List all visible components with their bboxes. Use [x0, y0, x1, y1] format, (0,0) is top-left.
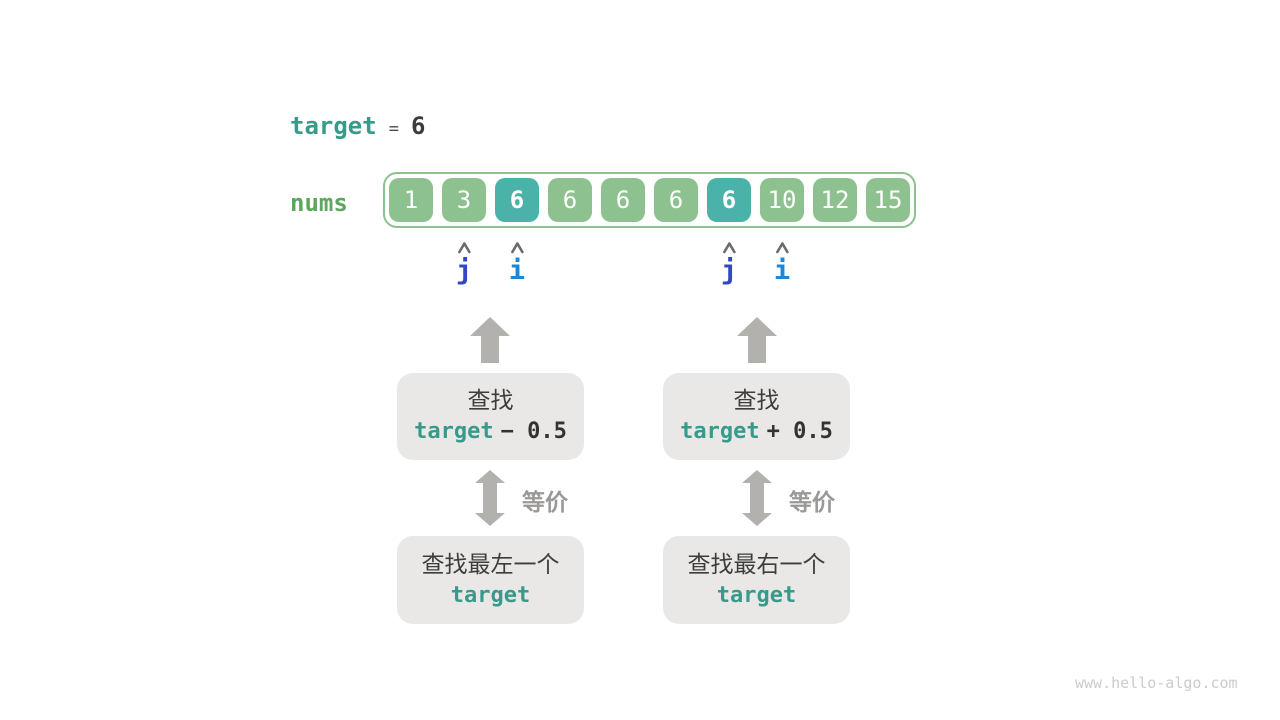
- array-cell: 15: [866, 178, 910, 222]
- result-right-target: target: [717, 583, 796, 609]
- array-cell: 6: [495, 178, 539, 222]
- pointer-j-right: j: [721, 241, 737, 286]
- expression-operator: − 0.5: [500, 419, 567, 444]
- pointer-letter-j: j: [455, 255, 473, 286]
- result-right-caption: 查找最右一个: [687, 551, 826, 578]
- equals-sign: =: [388, 119, 399, 139]
- target-keyword: target: [290, 112, 377, 140]
- result-left-caption: 查找最左一个: [421, 551, 560, 578]
- pointer-letter-i: i: [508, 255, 526, 286]
- target-value: 6: [410, 112, 426, 140]
- result-left-target: target: [451, 583, 530, 609]
- array-cell: 6: [707, 178, 751, 222]
- pointer-letter-i: i: [773, 255, 791, 286]
- expression-operator: + 0.5: [766, 419, 833, 444]
- caret-up-icon: [775, 242, 789, 254]
- double-arrow-icon: [475, 470, 505, 526]
- search-right-box: 查找 target + 0.5: [663, 373, 850, 460]
- target-keyword: target: [680, 419, 760, 444]
- target-keyword: target: [450, 582, 531, 608]
- array-cell: 12: [813, 178, 857, 222]
- up-arrow-icon: [737, 317, 777, 363]
- pointer-letter-j: j: [720, 255, 738, 286]
- pointer-j-left: j: [456, 241, 472, 286]
- result-right-box: 查找最右一个 target: [663, 536, 850, 624]
- target-assignment: target = 6: [290, 112, 425, 140]
- target-keyword: target: [716, 582, 797, 608]
- search-right-caption: 查找: [733, 388, 780, 414]
- array-cell: 10: [760, 178, 804, 222]
- pointer-i-right: i: [774, 241, 790, 286]
- array-cell: 1: [389, 178, 433, 222]
- search-left-box: 查找 target − 0.5: [397, 373, 584, 460]
- array-cell: 6: [548, 178, 592, 222]
- nums-label: nums: [290, 189, 348, 217]
- pointer-i-left: i: [509, 241, 525, 286]
- equivalence-label-left: 等价: [522, 490, 568, 516]
- result-left-box: 查找最左一个 target: [397, 536, 584, 624]
- caret-up-icon: [722, 242, 736, 254]
- watermark: www.hello-algo.com: [1075, 674, 1238, 692]
- search-right-expression: target + 0.5: [680, 419, 833, 445]
- double-arrow-icon: [742, 470, 772, 526]
- target-keyword: target: [414, 419, 494, 444]
- search-left-caption: 查找: [467, 388, 514, 414]
- caret-up-icon: [457, 242, 471, 254]
- up-arrow-icon: [470, 317, 510, 363]
- equivalence-label-right: 等价: [789, 490, 835, 516]
- array-cell: 6: [601, 178, 645, 222]
- array-cell: 3: [442, 178, 486, 222]
- search-left-expression: target − 0.5: [414, 419, 567, 445]
- caret-up-icon: [510, 242, 524, 254]
- array-cell: 6: [654, 178, 698, 222]
